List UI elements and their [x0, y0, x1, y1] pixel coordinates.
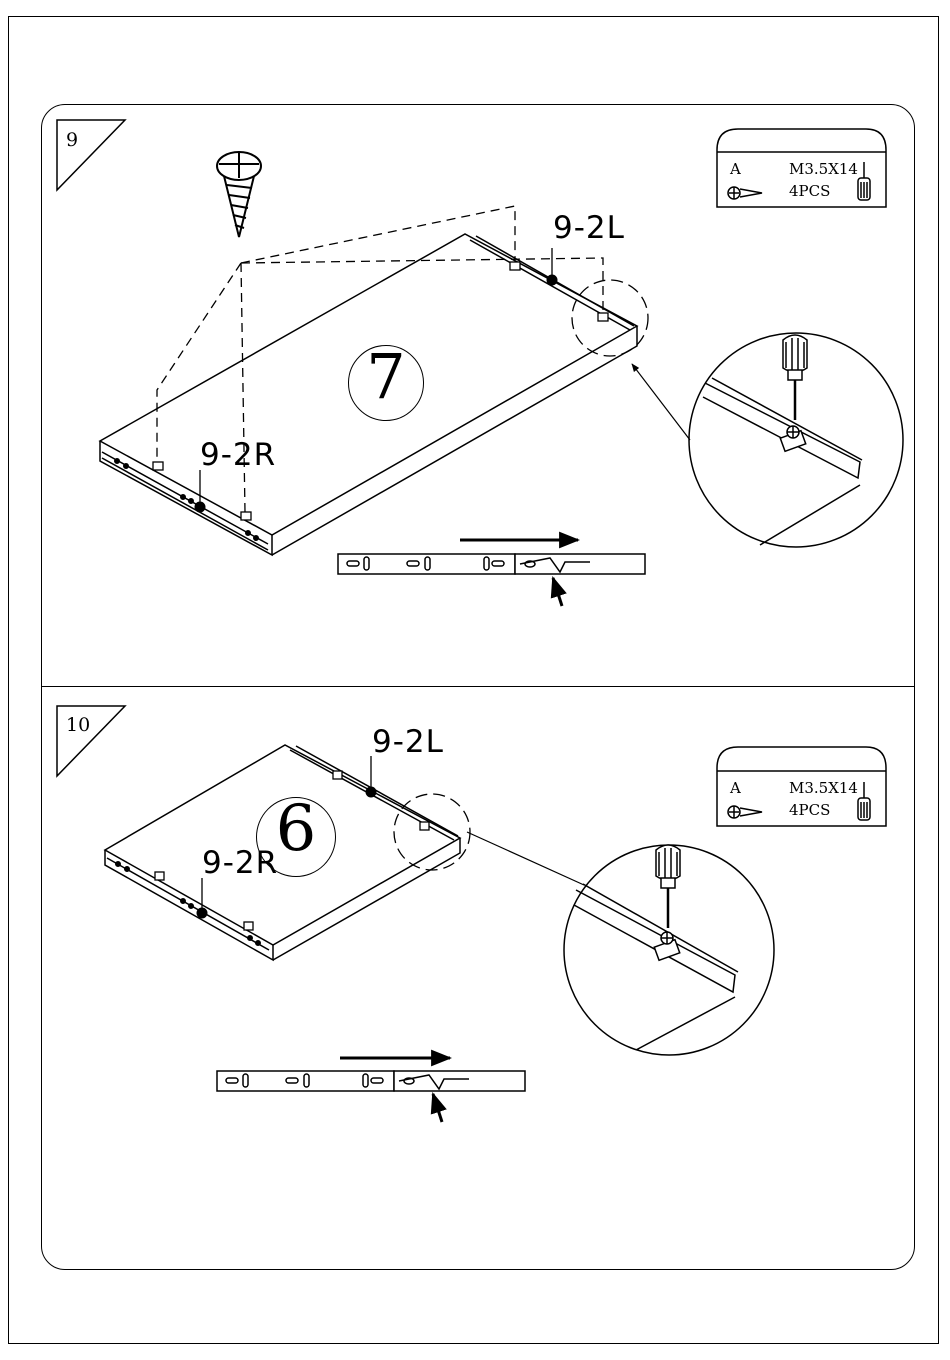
step-number: 9 — [66, 129, 78, 151]
slide-rail-diagram-step-10 — [217, 1071, 525, 1091]
arrow-icon — [553, 578, 562, 606]
rail-label-left: 9-2L — [553, 210, 625, 246]
screwdriver-icon — [656, 845, 680, 928]
panel-number: 7 — [348, 340, 424, 413]
hardware-quantity: 4PCS — [789, 801, 830, 819]
hardware-spec: M3.5X14 — [789, 779, 858, 797]
hardware-letter: A — [730, 160, 741, 178]
arrow-icon — [433, 1094, 442, 1122]
rail-label-right: 9-2R — [200, 437, 276, 473]
screw-icon — [217, 152, 261, 237]
hardware-quantity: 4PCS — [789, 182, 830, 200]
hardware-spec: M3.5X14 — [789, 160, 858, 178]
step-number: 10 — [66, 714, 90, 736]
panel-number: 6 — [256, 792, 336, 866]
screwdriver-icon — [783, 335, 807, 420]
slide-rail-diagram-step-9 — [338, 554, 645, 574]
rail-label-left: 9-2L — [372, 724, 444, 760]
hardware-letter: A — [730, 779, 741, 797]
